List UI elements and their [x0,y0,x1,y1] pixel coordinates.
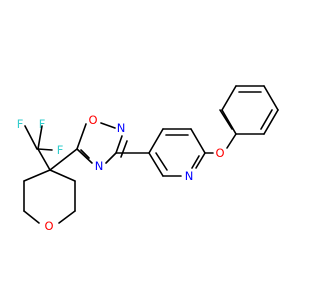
bonds [23,85,279,224]
bond-oxane-c2a-o [58,210,76,224]
atom-label-oxane-oxygen: O [44,219,53,233]
bond-phenyl-c4-c5 [263,85,279,111]
bond-f3-cf3 [37,148,53,151]
bond-oxadiazole-c5-o1 [76,123,87,150]
bond-f2-cf3 [37,125,43,150]
molecule-structure-diagram: F F F O N N N O O [17,85,279,233]
bond-phenyl-c5-c6 [263,109,279,135]
bond-oxane-o-c2b [23,210,40,224]
bond-pyridine-c2-c3 [148,152,164,177]
bond-oxadiazole-c3-n4 [105,152,117,164]
bond-oxane-c3b-c4 [23,169,51,182]
bond-pyridine-c5-c6 [190,128,206,154]
bond-oxadiazole-o1-n2 [100,122,116,129]
atom-label-fluorine: F [17,117,24,131]
bond-phenyl-c1-c2-double [219,109,233,130]
bond-pyridine-c2-c3-double [155,152,168,171]
bond-ether-oxygen-to-phenyl [226,133,237,149]
bond-oxadiazole-n2-c3 [115,135,123,154]
atom-label-fluorine: F [57,143,64,157]
bond-oxadiazole-n4-c5 [76,148,93,164]
atom-label-oxadiazole-nitrogen-4: N [95,159,104,173]
bond-phenyl-c2-c3 [221,85,237,111]
bond-pyridine-c6-n1-double [191,155,200,169]
bond-oxadiazole-n4-c5-double [80,149,90,159]
molecule-svg: F F F O N N N O O [17,85,279,233]
bond-pyridine-c6-n1 [195,152,206,169]
atom-label-oxadiazole-oxygen: O [88,113,97,127]
atom-label-ether-oxygen: O [215,146,224,160]
bond-cf3-quaternary-carbon [37,148,51,171]
bond-phenyl-c1-c2 [221,109,237,135]
bond-f1-cf3 [24,125,38,150]
bond-oxadiazole-n2-c3-double [120,140,128,158]
atom-label-pyridine-nitrogen: N [185,169,194,183]
bond-oxane-c4-c3a [49,169,76,182]
atom-label-fluorine: F [39,117,46,131]
atom-label-oxadiazole-nitrogen-2: N [117,121,126,135]
atom-labels: F F F O N N N O O [17,113,225,233]
bond-pyridine-c3-c4 [148,128,164,154]
bond-phenyl-c5-c6-double [260,109,273,130]
bond-quaternary-to-oxadiazole [49,148,78,171]
